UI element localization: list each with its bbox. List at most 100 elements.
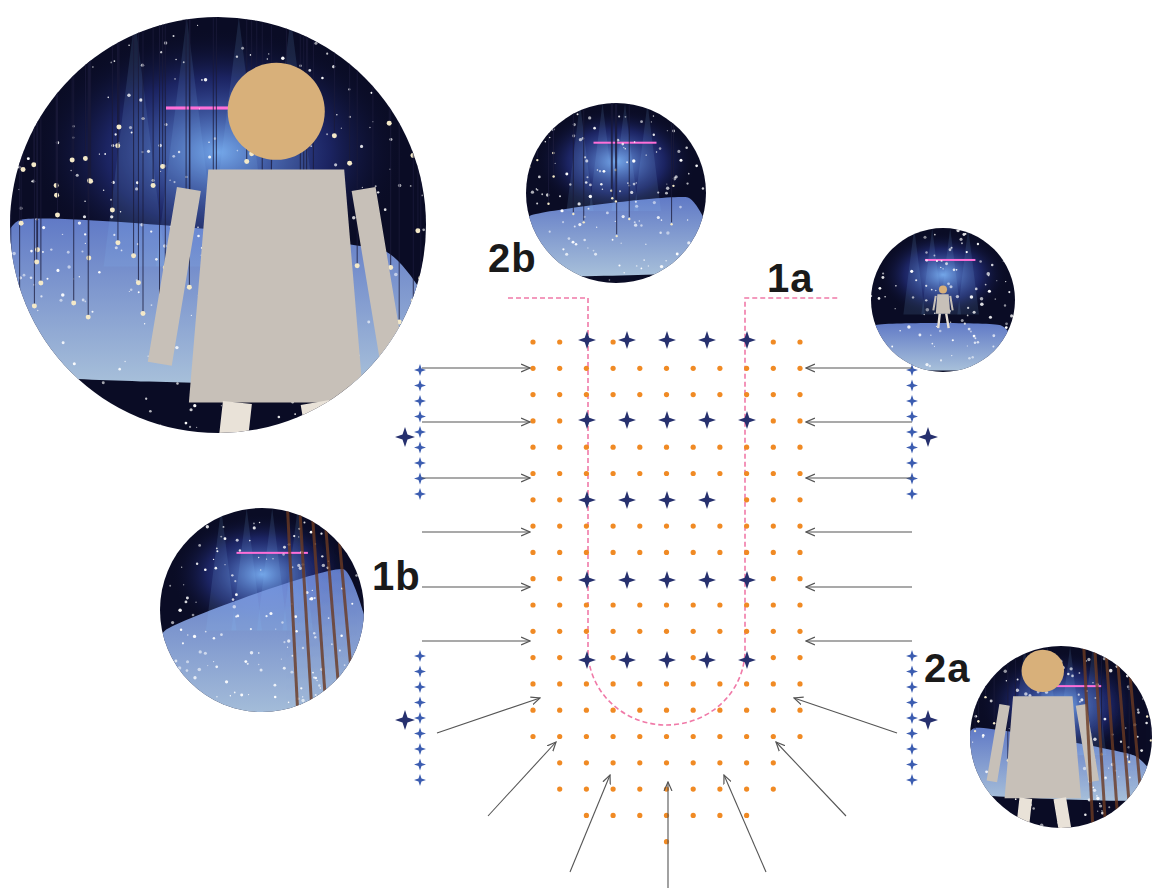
light-point — [611, 471, 616, 476]
light-beam — [231, 508, 262, 630]
star-speck — [584, 156, 586, 158]
star-speck — [985, 770, 988, 773]
star-speck — [936, 326, 937, 327]
bulb-cord — [583, 103, 584, 220]
light-point — [717, 550, 722, 555]
light-beam — [206, 508, 237, 630]
bulb — [54, 193, 59, 198]
light-point — [664, 366, 669, 371]
star-speck — [103, 189, 105, 191]
bulb — [536, 159, 538, 161]
bulb-cord — [21, 17, 22, 221]
stage-photo — [144, 508, 377, 721]
star-speck — [562, 221, 564, 223]
audience-view-arrows — [422, 368, 912, 888]
light-point — [611, 708, 616, 713]
star-speck — [331, 643, 333, 645]
hanging-light-star — [618, 491, 636, 509]
side-light-star — [414, 380, 426, 392]
star-speck — [1129, 777, 1131, 779]
star-speck — [995, 298, 997, 300]
light-beam — [903, 228, 925, 314]
light-point — [530, 418, 535, 423]
star-speck — [578, 202, 581, 205]
star-speck — [149, 410, 152, 413]
star-speck — [1125, 727, 1127, 729]
star-speck — [67, 251, 70, 254]
star-speck — [322, 564, 325, 567]
star-speck — [992, 334, 995, 337]
star-speck — [198, 544, 201, 547]
bulb — [10, 161, 15, 166]
light-beam — [957, 228, 979, 314]
star-speck — [102, 381, 105, 384]
star-speck — [120, 211, 121, 212]
star-speck — [84, 300, 86, 302]
side-light-star — [414, 774, 426, 786]
star-speck — [281, 57, 284, 60]
star-speck — [234, 580, 236, 582]
light-point — [691, 524, 696, 529]
star-speck — [934, 312, 935, 313]
star-speck — [925, 299, 927, 301]
star-speck — [899, 330, 901, 332]
bulb — [21, 167, 26, 172]
star-speck — [1120, 740, 1122, 742]
star-speck — [171, 621, 174, 624]
star-speck — [1006, 680, 1007, 681]
light-point — [637, 734, 642, 739]
stage-light-glow — [878, 232, 1008, 318]
star-speck — [59, 299, 62, 302]
hanging-light-star — [578, 491, 596, 509]
star-speck — [340, 634, 342, 636]
bulb-cord — [162, 17, 163, 165]
bulb — [17, 293, 22, 298]
star-speck — [985, 284, 987, 286]
star-speck — [207, 665, 208, 666]
star-speck — [970, 331, 972, 333]
star-speck — [241, 47, 244, 50]
bulb — [387, 121, 392, 126]
star-speck — [147, 150, 150, 153]
side-light-star — [906, 364, 918, 376]
bulb-cord — [985, 646, 986, 695]
hanging-light-star — [618, 571, 636, 589]
light-point — [637, 445, 642, 450]
bulb-cord — [349, 17, 350, 161]
star-speck — [926, 308, 930, 312]
bulb — [19, 221, 24, 226]
star-speck — [635, 205, 638, 208]
star-speck — [949, 285, 952, 288]
star-speck — [297, 564, 300, 567]
bulb — [347, 161, 352, 166]
bulb-cord — [1150, 646, 1151, 738]
star-speck — [367, 321, 370, 324]
star-speck — [339, 650, 341, 652]
audience-seating — [1127, 646, 1143, 828]
star-speck — [298, 536, 299, 537]
light-point — [584, 787, 589, 792]
star-speck — [924, 314, 925, 315]
side-light-star — [414, 697, 426, 709]
light-point — [557, 629, 562, 634]
light-point — [691, 655, 696, 660]
bulb-cord — [216, 17, 217, 177]
star-speck — [1024, 692, 1028, 696]
star-speck — [30, 276, 33, 279]
star-speck — [223, 526, 225, 528]
star-speck — [341, 128, 342, 129]
star-speck — [636, 265, 638, 267]
star-speck — [665, 260, 666, 261]
star-speck — [596, 227, 597, 228]
bulb — [151, 183, 156, 188]
star-speck — [312, 672, 314, 674]
star-speck — [622, 215, 625, 218]
bulb — [528, 166, 530, 168]
star-speck — [626, 161, 628, 163]
star-speck — [197, 235, 200, 238]
star-speck — [293, 535, 295, 537]
star-speck — [294, 413, 296, 415]
star-speck — [155, 258, 158, 261]
star-speck — [1084, 813, 1087, 816]
